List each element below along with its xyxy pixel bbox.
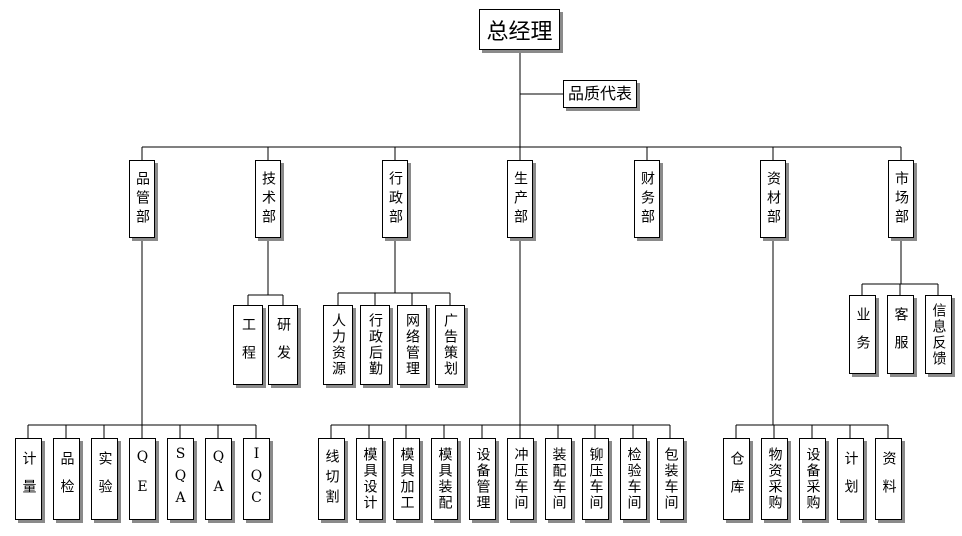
- prod-wire-cutting: 线切割: [318, 438, 345, 520]
- prod-inspection-shop: 检验车间: [620, 438, 647, 520]
- prod-mold-design: 模具设计: [356, 438, 383, 520]
- market-sales: 业务: [849, 295, 876, 374]
- dept-quality: 品管部: [129, 160, 155, 238]
- prod-riveting-shop: 铆压车间: [582, 438, 609, 520]
- material-documents: 资料: [875, 438, 902, 520]
- material-equipment-purchasing: 设备采购: [799, 438, 826, 520]
- quality-iqc: IQC: [243, 438, 270, 520]
- tech-rd: 研发: [268, 305, 298, 385]
- admin-network: 网络管理: [397, 305, 427, 385]
- quality-inspection: 品检: [53, 438, 80, 520]
- dept-admin: 行政部: [382, 160, 408, 238]
- prod-equipment-mgmt: 设备管理: [469, 438, 496, 520]
- quality-sqa: SQA: [167, 438, 194, 520]
- quality-representative-box: 品质代表: [563, 80, 637, 108]
- market-customer-service: 客服: [887, 295, 914, 374]
- quality-lab: 实验: [91, 438, 118, 520]
- market-feedback: 信息反馈: [925, 295, 952, 374]
- admin-advertising: 广告策划: [435, 305, 465, 385]
- prod-mold-processing: 模具加工: [393, 438, 420, 520]
- prod-assembly-shop: 装配车间: [545, 438, 572, 520]
- dept-tech: 技术部: [255, 160, 281, 238]
- dept-finance: 财务部: [634, 160, 660, 238]
- material-planning: 计划: [837, 438, 864, 520]
- quality-qe: QE: [129, 438, 156, 520]
- prod-mold-assembly: 模具装配: [431, 438, 458, 520]
- tech-engineering: 工程: [233, 305, 263, 385]
- general-manager-box: 总经理: [479, 9, 560, 50]
- material-warehouse: 仓库: [723, 438, 750, 520]
- admin-hr: 人力资源: [323, 305, 353, 385]
- prod-packing-shop: 包装车间: [657, 438, 684, 520]
- dept-production: 生产部: [507, 160, 533, 238]
- prod-stamping-shop: 冲压车间: [507, 438, 534, 520]
- dept-market: 市场部: [888, 160, 914, 238]
- quality-qa: QA: [205, 438, 232, 520]
- material-purchasing: 物资采购: [761, 438, 788, 520]
- admin-logistics: 行政后勤: [360, 305, 390, 385]
- dept-material: 资材部: [760, 160, 786, 238]
- quality-measurement: 计量: [15, 438, 42, 520]
